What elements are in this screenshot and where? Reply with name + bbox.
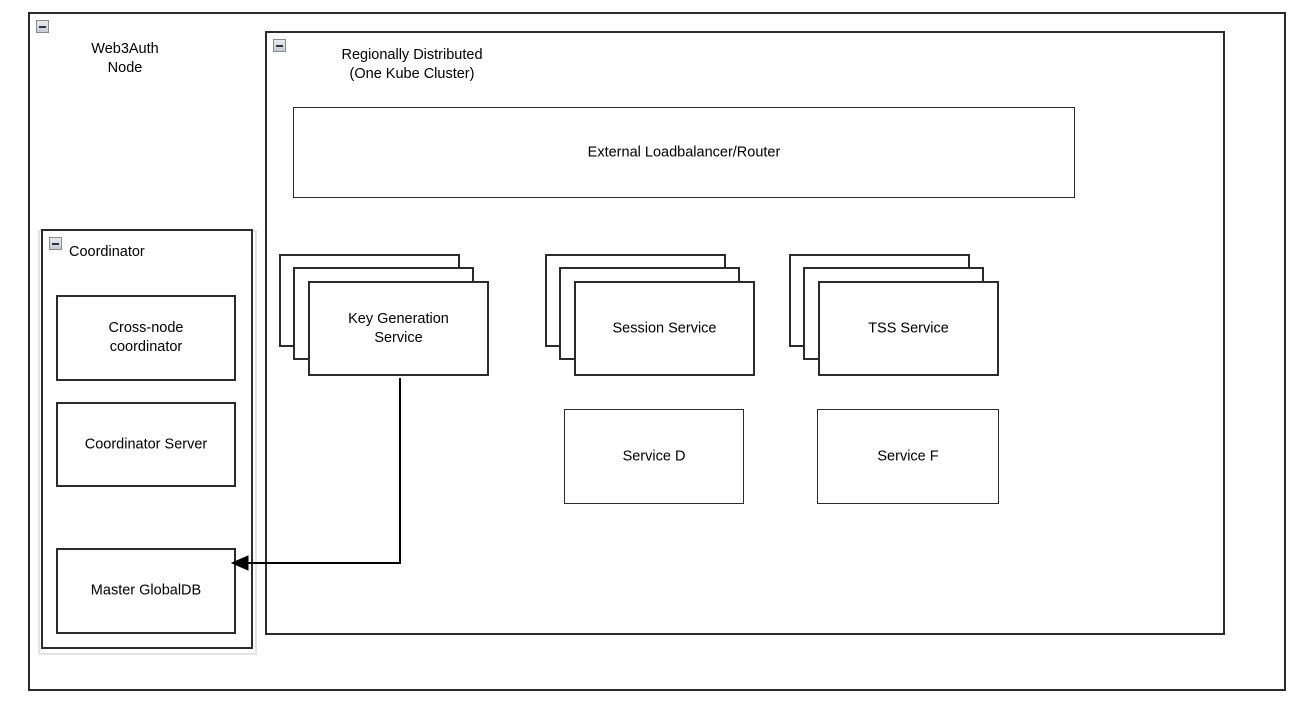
node-service-f-label: Service F	[877, 448, 939, 464]
node-cross-node-coordinator-label: Cross-node coordinator	[108, 320, 184, 355]
node-service-d[interactable]: Service D	[564, 409, 744, 504]
node-tss-service[interactable]: TSS Service	[818, 281, 999, 376]
node-service-f[interactable]: Service F	[817, 409, 999, 504]
node-session-service[interactable]: Session Service	[574, 281, 755, 376]
node-service-d-label: Service D	[622, 448, 686, 464]
node-coordinator-server-label: Coordinator Server	[84, 436, 208, 452]
node-master-globaldb-label: Master GlobalDB	[90, 582, 202, 599]
collapse-minus-icon[interactable]	[49, 237, 62, 250]
node-session-service-stack[interactable]: Session Service	[545, 254, 755, 387]
node-coordinator-server[interactable]: Coordinator Server	[56, 402, 236, 487]
container-coordinator[interactable]: Coordinator Cross-node coordinator Coord…	[41, 229, 253, 649]
node-external-loadbalancer[interactable]: External Loadbalancer/Router	[293, 107, 1075, 198]
node-session-service-label: Session Service	[612, 320, 717, 336]
collapse-minus-icon[interactable]	[273, 39, 286, 52]
container-coordinator-label: Coordinator	[69, 244, 145, 260]
node-master-globaldb[interactable]: Master GlobalDB	[56, 548, 236, 634]
node-tss-service-stack[interactable]: TSS Service	[789, 254, 999, 387]
node-tss-service-label: TSS Service	[868, 320, 949, 336]
container-kube-cluster-label: Regionally Distributed (One Kube Cluster…	[341, 47, 483, 82]
node-external-loadbalancer-label: External Loadbalancer/Router	[587, 144, 781, 160]
node-key-generation-service-stack[interactable]: Key Generation Service	[279, 254, 489, 387]
node-cross-node-coordinator[interactable]: Cross-node coordinator	[56, 295, 236, 381]
node-key-generation-service[interactable]: Key Generation Service	[308, 281, 489, 376]
node-key-generation-service-label: Key Generation Service	[348, 310, 449, 346]
container-web3auth-node-label: Web3Auth Node	[91, 41, 159, 76]
collapse-minus-icon[interactable]	[36, 20, 49, 33]
